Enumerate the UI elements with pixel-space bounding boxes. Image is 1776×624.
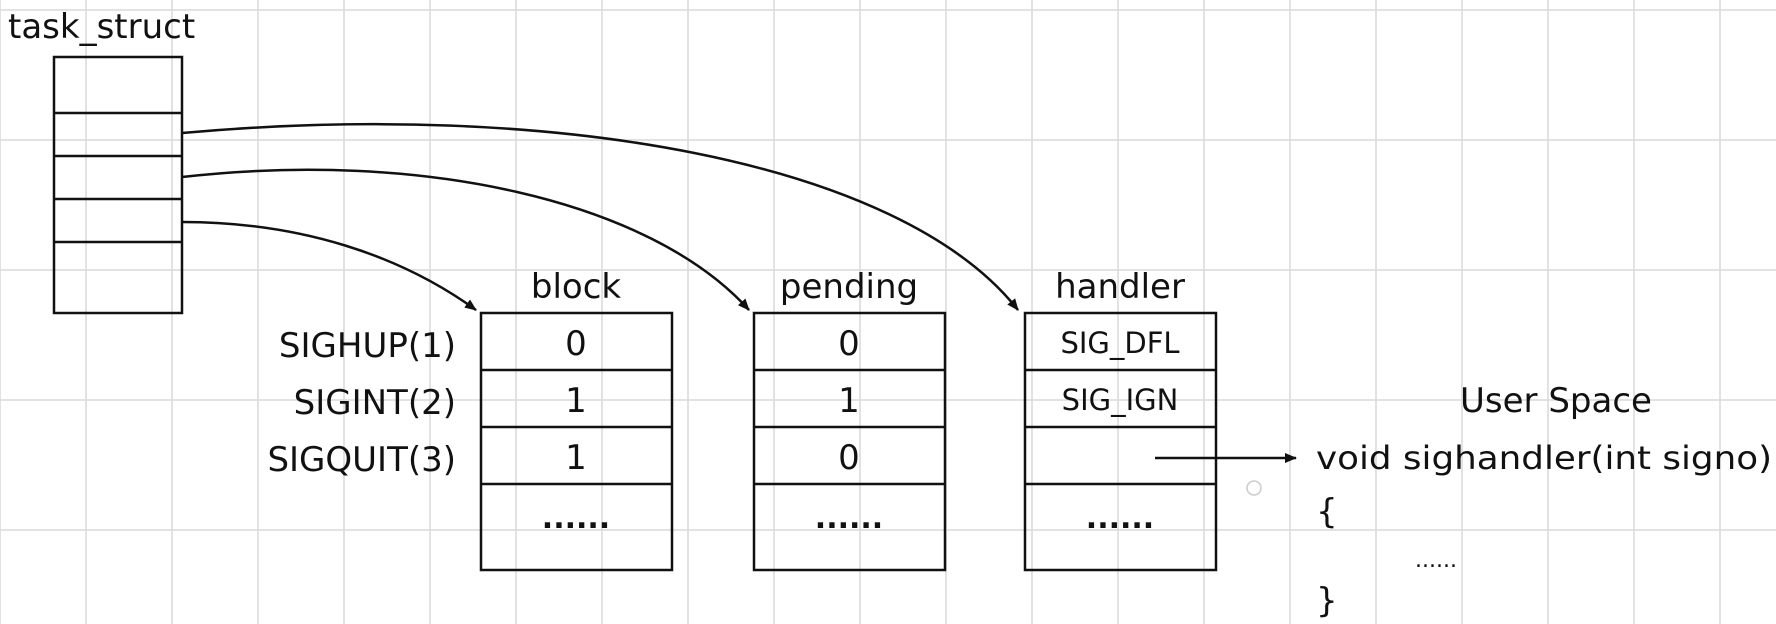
signal-label: SIGHUP(1): [279, 326, 456, 366]
handler-table: handler SIG_DFL SIG_IGN ......: [1023, 267, 1218, 572]
pending-cell: 1: [838, 381, 860, 421]
handler-cell: ......: [1086, 501, 1154, 536]
signal-label: SIGINT(2): [294, 383, 456, 423]
user-handler-signature: void sighandler(int signo): [1316, 439, 1772, 477]
task-struct-box: [52, 55, 184, 315]
pending-cell: ......: [815, 501, 883, 536]
pending-cell: 0: [838, 324, 860, 364]
pointer-arrows: [181, 123, 1019, 312]
pending-cell: 0: [838, 438, 860, 478]
user-space-title: User Space: [1460, 381, 1652, 421]
task-struct-title: task_struct: [8, 7, 195, 47]
block-cell: 1: [565, 438, 587, 478]
pending-table-frame: [752, 311, 947, 572]
block-cell: 1: [565, 381, 587, 421]
cursor-dot: [1246, 480, 1262, 496]
arrow-to-pending: [181, 168, 750, 311]
user-handler-close-brace: }: [1316, 581, 1338, 621]
pending-header: pending: [780, 267, 918, 307]
handler-cell: SIG_DFL: [1060, 326, 1179, 360]
handler-cell: SIG_IGN: [1062, 383, 1179, 417]
block-cell: ......: [542, 501, 610, 536]
user-handler-open-brace: {: [1316, 492, 1338, 532]
user-handler-body: ......: [1415, 548, 1457, 573]
block-table: block 0 1 1 ......: [479, 267, 674, 572]
block-cell: 0: [565, 324, 587, 364]
block-header: block: [531, 267, 622, 307]
task-struct: task_struct: [8, 7, 195, 315]
arrow-to-block: [181, 220, 477, 312]
signal-labels: SIGHUP(1) SIGINT(2) SIGQUIT(3): [267, 326, 456, 480]
pending-table: pending 0 1 0 ......: [752, 267, 947, 572]
block-table-frame: [479, 311, 674, 572]
arrow-to-handler: [181, 123, 1019, 311]
handler-table-frame: [1023, 311, 1218, 572]
user-space: User Space void sighandler(int signo) { …: [1316, 381, 1772, 621]
handler-header: handler: [1055, 267, 1185, 307]
signal-label: SIGQUIT(3): [267, 440, 456, 480]
